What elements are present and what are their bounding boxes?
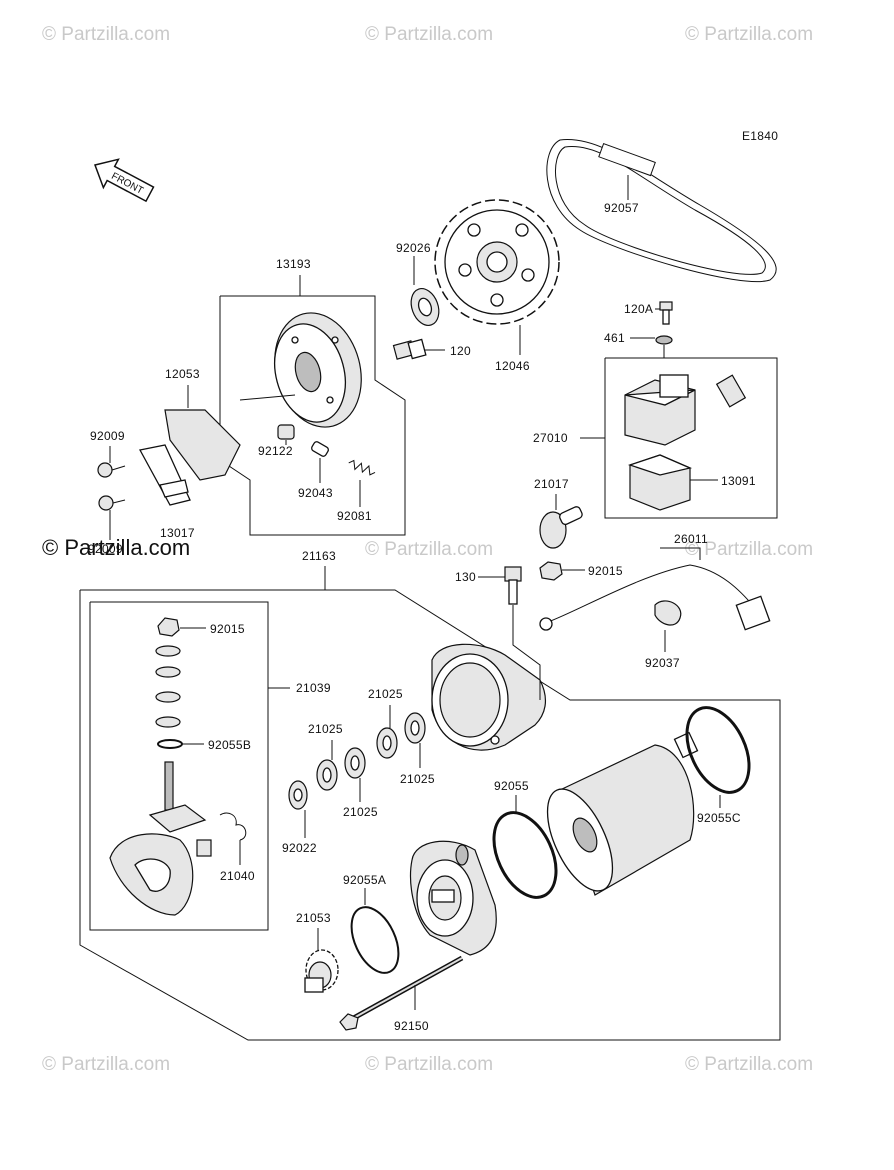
- bolt-120A: [659, 301, 673, 325]
- label-92037: 92037: [645, 656, 680, 670]
- nut-92015-lower: [157, 617, 206, 637]
- label-92150: 92150: [394, 1019, 429, 1033]
- relay-cover-13091: [627, 454, 718, 511]
- group-box-13193: [219, 295, 406, 536]
- bracket-12053: [139, 409, 241, 506]
- watermark: © Partzilla.com: [365, 1054, 493, 1075]
- leader-line: [512, 605, 541, 700]
- starter-relay: [624, 374, 696, 446]
- watermark: © Partzilla.com: [685, 24, 813, 45]
- shim-92022: [288, 780, 308, 838]
- through-bolt-92150: [339, 955, 464, 1031]
- roller-92122: [277, 424, 295, 445]
- starter-clutch: [239, 312, 362, 428]
- label-13091: 13091: [721, 474, 756, 488]
- label-27010: 27010: [533, 431, 568, 445]
- label-21025-c: 21025: [368, 687, 403, 701]
- group-box-21039: [89, 601, 269, 931]
- pin-92043: [311, 441, 329, 483]
- watermark: © Partzilla.com: [365, 539, 493, 560]
- label-12046: 12046: [495, 359, 530, 373]
- o-ring-92055B: [157, 739, 204, 749]
- shim-21025-2: [344, 747, 366, 802]
- group-box-21163: [79, 589, 781, 1041]
- label-92026: 92026: [396, 241, 431, 255]
- washer-461: [655, 335, 673, 345]
- brush-spring-21040: [219, 812, 247, 865]
- label-92009-bottom: 92009: [88, 542, 123, 556]
- washer-92026: [410, 256, 440, 326]
- label-13017: 13017: [160, 526, 195, 540]
- watermark: © Partzilla.com: [685, 539, 813, 560]
- label-92009-top: 92009: [90, 429, 125, 443]
- label-21053: 21053: [296, 911, 331, 925]
- pinion-gear-21053: [304, 949, 339, 993]
- label-21025-a: 21025: [308, 722, 343, 736]
- label-461: 461: [604, 331, 625, 345]
- watermark-dark: © Partzilla.com: [42, 535, 190, 560]
- label-92057: 92057: [604, 201, 639, 215]
- watermark: © Partzilla.com: [42, 24, 170, 45]
- washer-stack: [155, 645, 181, 728]
- bolt-92009-bottom: [98, 495, 126, 511]
- label-21025-d: 21025: [400, 772, 435, 786]
- drive-chain: [546, 139, 777, 282]
- starter-cable: [539, 564, 771, 631]
- shim-21025-1: [316, 740, 338, 791]
- diagram-code: E1840: [742, 129, 778, 143]
- clamp-92037: [654, 600, 682, 652]
- label-130: 130: [455, 570, 476, 584]
- watermark-row-top: © Partzilla.com © Partzilla.com © Partzi…: [42, 24, 813, 45]
- starter-front-cover: [410, 840, 497, 956]
- label-21017: 21017: [534, 477, 569, 491]
- watermark: © Partzilla.com: [685, 1054, 813, 1075]
- starter-motor-body: [546, 731, 699, 896]
- spring-92081: [348, 459, 376, 507]
- shim-21025-4: [404, 712, 426, 768]
- label-120A: 120A: [624, 302, 653, 316]
- bolt-120: [392, 338, 445, 360]
- front-arrow-icon: FRONT: [94, 158, 155, 203]
- o-ring-92055: [492, 795, 558, 899]
- label-120: 120: [450, 344, 471, 358]
- label-12053: 12053: [165, 367, 200, 381]
- o-ring-92055C: [685, 706, 751, 808]
- watermark-row-middle: © Partzilla.com © Partzilla.com: [365, 539, 813, 560]
- label-92015-upper: 92015: [588, 564, 623, 578]
- label-92055C: 92055C: [697, 811, 741, 825]
- starter-rear-cover: [431, 643, 547, 751]
- label-92043: 92043: [298, 486, 333, 500]
- label-92081: 92081: [337, 509, 372, 523]
- label-21025-b: 21025: [343, 805, 378, 819]
- o-ring-92055A: [350, 888, 400, 974]
- shim-21025-3: [376, 705, 398, 759]
- label-92055A: 92055A: [343, 873, 386, 887]
- label-92022: 92022: [282, 841, 317, 855]
- label-26011: 26011: [674, 532, 708, 546]
- watermark-row-bottom: © Partzilla.com © Partzilla.com © Partzi…: [42, 1054, 813, 1075]
- label-92015-lower: 92015: [210, 622, 245, 636]
- nut-92015-upper: [539, 561, 585, 581]
- label-92122: 92122: [258, 444, 293, 458]
- label-21163: 21163: [302, 549, 336, 563]
- watermark: © Partzilla.com: [42, 1054, 170, 1075]
- watermark: © Partzilla.com: [365, 24, 493, 45]
- label-21040: 21040: [220, 869, 255, 883]
- bolt-92009-top: [97, 462, 126, 478]
- bolt-130: [504, 566, 522, 605]
- label-92055: 92055: [494, 779, 529, 793]
- group-box-27010: [604, 357, 778, 519]
- label-92055B: 92055B: [208, 738, 251, 752]
- brush-holder: [109, 761, 212, 916]
- label-21039: 21039: [296, 681, 331, 695]
- cap-21017: [539, 506, 583, 549]
- fuse: [715, 374, 747, 408]
- label-13193: 13193: [276, 257, 311, 271]
- sprocket-12046: [434, 199, 560, 355]
